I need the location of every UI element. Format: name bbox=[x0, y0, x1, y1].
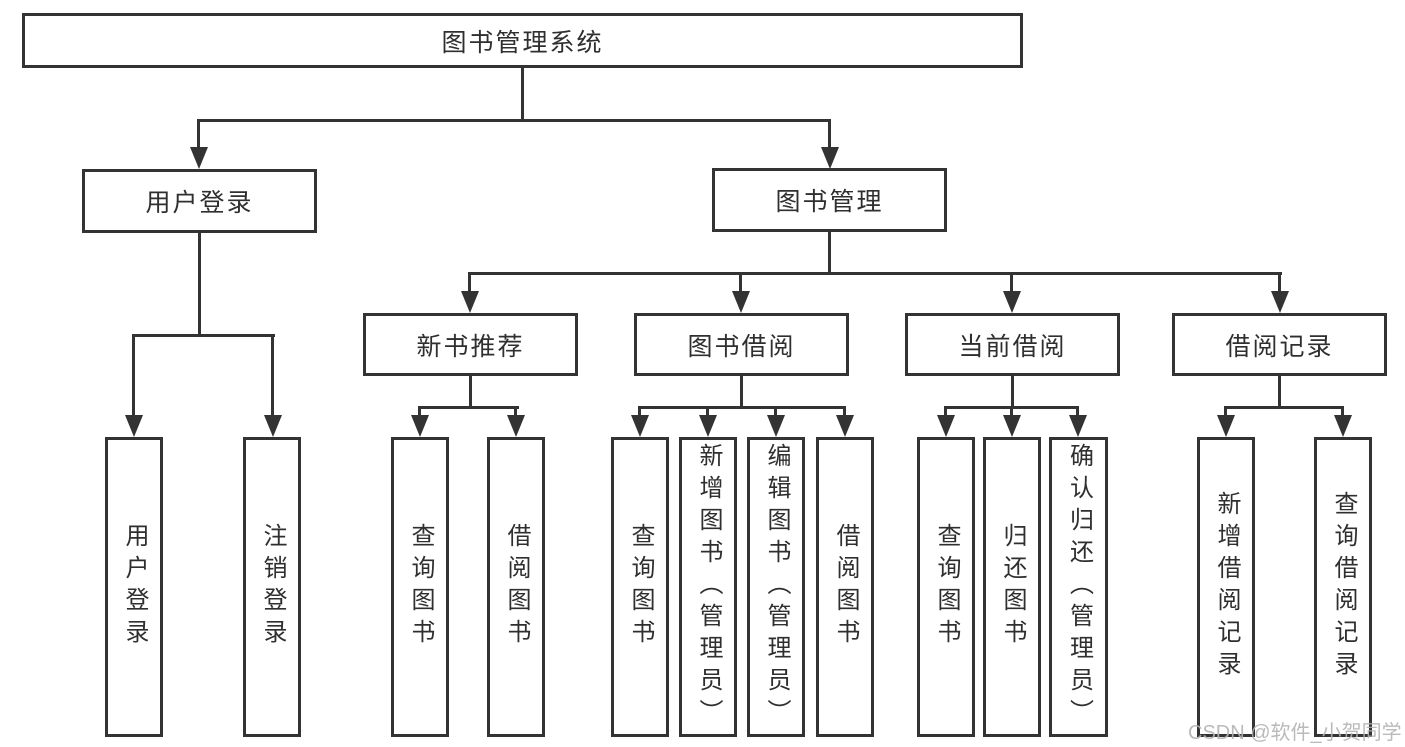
arrowhead-icon bbox=[937, 415, 955, 437]
connector-line bbox=[1278, 272, 1281, 293]
connector-line bbox=[468, 272, 1282, 275]
connector-line bbox=[418, 406, 519, 409]
node-current-borrow: 当前借阅 bbox=[905, 313, 1120, 376]
connector-line bbox=[638, 406, 846, 409]
leaf-br-query-record-label: 查询借阅记录 bbox=[1330, 491, 1357, 683]
connector-line bbox=[1224, 406, 1344, 409]
connector-line bbox=[740, 375, 743, 409]
arrowhead-icon bbox=[1003, 291, 1021, 313]
arrowhead-icon bbox=[767, 415, 785, 437]
node-user-login: 用户登录 bbox=[82, 169, 317, 233]
node-borrow-record-label: 借阅记录 bbox=[1225, 332, 1334, 361]
connector-line bbox=[944, 406, 947, 418]
leaf-cb-query-book: 查询图书 bbox=[917, 437, 975, 737]
connector-line bbox=[828, 232, 831, 274]
leaf-bb-query-book-label: 查询图书 bbox=[627, 523, 654, 651]
node-book-borrow-label: 图书借阅 bbox=[687, 332, 796, 361]
connector-line bbox=[469, 375, 472, 409]
leaf-user-login: 用户登录 bbox=[105, 437, 163, 737]
arrowhead-icon bbox=[821, 147, 839, 169]
leaf-cb-query-book-label: 查询图书 bbox=[933, 523, 960, 651]
arrowhead-icon bbox=[461, 291, 479, 313]
leaf-logout: 注销登录 bbox=[243, 437, 301, 737]
connector-line bbox=[198, 233, 201, 336]
connector-line bbox=[1224, 406, 1227, 418]
leaf-cb-confirm-return-label: 确认归还（管理员） bbox=[1065, 443, 1093, 731]
connector-line bbox=[197, 119, 831, 122]
connector-line bbox=[1011, 375, 1014, 409]
connector-line bbox=[514, 406, 517, 418]
node-root: 图书管理系统 bbox=[22, 13, 1023, 68]
leaf-logout-label: 注销登录 bbox=[259, 523, 286, 651]
connector-line bbox=[132, 334, 135, 417]
arrowhead-icon bbox=[1003, 415, 1021, 437]
leaf-bb-add-book-label: 新增图书（管理员） bbox=[695, 443, 722, 731]
leaf-nb-borrow-book: 借阅图书 bbox=[487, 437, 545, 737]
node-new-book-recommend: 新书推荐 bbox=[363, 313, 578, 376]
arrowhead-icon bbox=[411, 415, 429, 437]
csdn-watermark: CSDN @软件_小贺同学 bbox=[1188, 722, 1402, 744]
arrowhead-icon bbox=[1271, 291, 1289, 313]
leaf-nb-borrow-book-label: 借阅图书 bbox=[503, 523, 530, 651]
arrowhead-icon bbox=[1334, 415, 1352, 437]
node-new-book-recommend-label: 新书推荐 bbox=[416, 332, 525, 361]
leaf-user-login-label: 用户登录 bbox=[121, 523, 148, 651]
arrowhead-icon bbox=[125, 415, 143, 437]
connector-line bbox=[739, 272, 742, 293]
connector-line bbox=[1076, 406, 1079, 418]
arrowhead-icon bbox=[699, 415, 717, 437]
leaf-bb-add-book: 新增图书（管理员） bbox=[679, 437, 737, 737]
arrowhead-icon bbox=[190, 147, 208, 169]
leaf-br-add-record-label: 新增借阅记录 bbox=[1213, 491, 1240, 683]
leaf-bb-edit-book: 编辑图书（管理员） bbox=[747, 437, 805, 737]
connector-line bbox=[1010, 272, 1013, 293]
connector-line bbox=[706, 406, 709, 418]
arrowhead-icon bbox=[1069, 415, 1087, 437]
node-book-borrow: 图书借阅 bbox=[634, 313, 849, 376]
leaf-bb-edit-book-label: 编辑图书（管理员） bbox=[763, 443, 790, 731]
connector-line bbox=[132, 334, 275, 337]
node-borrow-record: 借阅记录 bbox=[1172, 313, 1387, 376]
arrowhead-icon bbox=[1217, 415, 1235, 437]
leaf-cb-return-book: 归还图书 bbox=[983, 437, 1041, 737]
arrowhead-icon bbox=[631, 415, 649, 437]
leaf-bb-borrow-book: 借阅图书 bbox=[816, 437, 874, 737]
connector-line bbox=[828, 119, 831, 149]
connector-line bbox=[197, 119, 200, 149]
node-book-management-label: 图书管理 bbox=[775, 188, 884, 216]
connector-line bbox=[843, 406, 846, 418]
leaf-cb-return-book-label: 归还图书 bbox=[999, 523, 1026, 651]
connector-line bbox=[418, 406, 421, 418]
connector-line bbox=[774, 406, 777, 418]
connector-line bbox=[468, 272, 471, 293]
arrowhead-icon bbox=[264, 415, 282, 437]
connector-line bbox=[1010, 406, 1013, 418]
connector-line bbox=[521, 68, 524, 120]
arrowhead-icon bbox=[507, 415, 525, 437]
leaf-nb-query-book: 查询图书 bbox=[391, 437, 449, 737]
leaf-nb-query-book-label: 查询图书 bbox=[407, 523, 434, 651]
node-user-login-label: 用户登录 bbox=[145, 189, 254, 217]
connector-line bbox=[1278, 375, 1281, 409]
leaf-br-query-record: 查询借阅记录 bbox=[1314, 437, 1372, 737]
node-book-management: 图书管理 bbox=[712, 168, 947, 232]
leaf-bb-query-book: 查询图书 bbox=[611, 437, 669, 737]
connector-line bbox=[1341, 406, 1344, 418]
arrowhead-icon bbox=[732, 291, 750, 313]
leaf-cb-confirm-return: 确认归还（管理员） bbox=[1049, 437, 1108, 737]
node-root-label: 图书管理系统 bbox=[441, 28, 604, 57]
leaf-br-add-record: 新增借阅记录 bbox=[1197, 437, 1255, 737]
connector-line bbox=[271, 334, 274, 417]
arrowhead-icon bbox=[836, 415, 854, 437]
connector-line bbox=[638, 406, 641, 418]
leaf-bb-borrow-book-label: 借阅图书 bbox=[832, 523, 859, 651]
node-current-borrow-label: 当前借阅 bbox=[958, 332, 1067, 361]
